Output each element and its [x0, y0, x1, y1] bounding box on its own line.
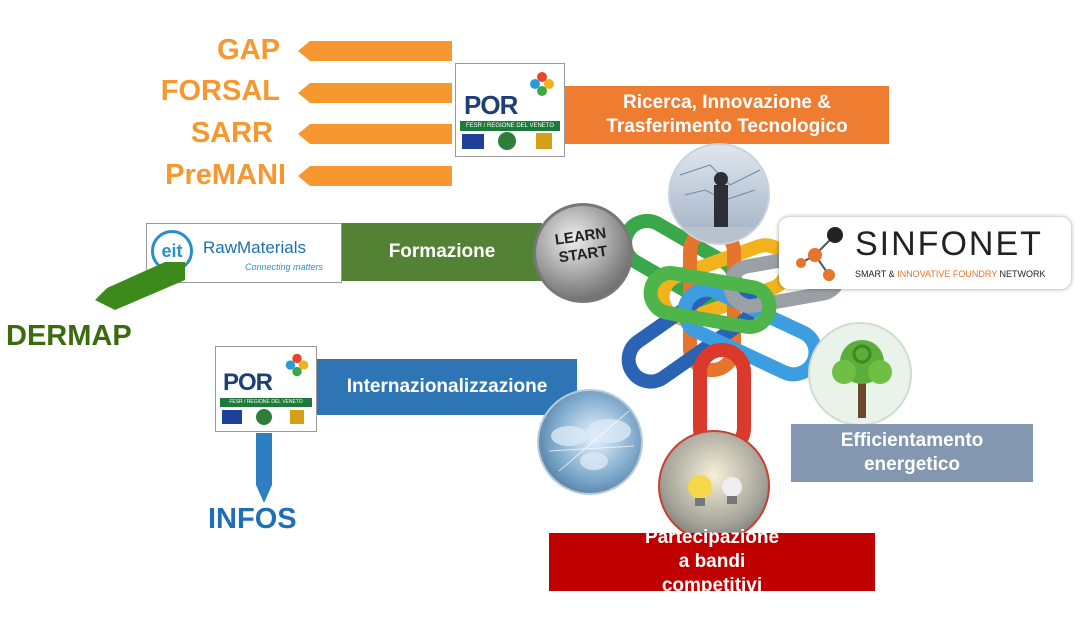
chain-links-graphic [618, 214, 847, 450]
circle-green-tree-image [808, 322, 912, 426]
sinfonet-tagline-part3: NETWORK [997, 269, 1046, 279]
arrow-gap [298, 41, 452, 61]
por-logo-top: POR FESR / REGIONE DEL VENETO [455, 63, 565, 157]
por-title: POR [223, 369, 273, 396]
project-label-dermap: DERMAP [6, 320, 132, 352]
box-formazione: Formazione [342, 223, 542, 281]
circle-research-image [668, 143, 770, 245]
arrow-sarr [298, 124, 452, 144]
dermap-arrow [95, 262, 185, 310]
lightbulb-icon [688, 475, 742, 506]
por-logo-bottom: POR FESR / REGIONE DEL VENETO [215, 346, 317, 432]
por-flower-icon [526, 68, 558, 100]
eit-name: RawMaterials [203, 238, 306, 257]
por-title: POR [464, 90, 518, 120]
arrow-premani [298, 166, 452, 186]
box-internazionalizzazione: Internazionalizzazione [317, 359, 577, 415]
sinfonet-tagline: SMART & INNOVATIVE FOUNDRY NETWORK [855, 269, 1046, 279]
box-ricerca: Ricerca, Innovazione & Trasferimento Tec… [565, 86, 889, 144]
sinfonet-molecule-icon [796, 227, 843, 281]
por-strip: FESR / REGIONE DEL VENETO [220, 398, 312, 407]
italy-emblem-icon [498, 132, 516, 150]
eit-tagline: Connecting matters [245, 262, 324, 272]
eu-flag-icon [462, 134, 484, 149]
circle-lightbulb-image [658, 430, 770, 542]
project-label-gap: GAP [217, 34, 280, 66]
box-partecipazione: Partecipazione a bandi competitivi [549, 527, 875, 596]
eu-flag-icon [222, 410, 242, 424]
circle-globe-image [537, 389, 643, 495]
world-map-icon [548, 410, 635, 472]
learn-start-button-icon: LEARN START [533, 203, 633, 303]
italy-emblem-icon [256, 409, 272, 425]
eit-mark-text: eit [161, 240, 183, 261]
sinfonet-logo: SINFONET SMART & INNOVATIVE FOUNDRY NETW… [779, 217, 1071, 289]
businessman-icon [670, 164, 768, 243]
arrow-forsal [298, 83, 452, 103]
veneto-emblem-icon [536, 133, 552, 149]
project-label-forsal: FORSAL [160, 75, 280, 107]
gear-tree-icon [832, 340, 892, 418]
veneto-emblem-icon [290, 410, 304, 424]
por-flower-icon [282, 350, 312, 380]
sinfonet-tagline-part2: INNOVATIVE FOUNDRY [897, 269, 998, 279]
box-efficientamento: Efficientamento energetico [791, 424, 1033, 482]
sinfonet-tagline-part1: SMART & [855, 269, 898, 279]
sinfonet-name: SINFONET [855, 225, 1043, 263]
infos-arrow [254, 433, 274, 503]
por-strip: FESR / REGIONE DEL VENETO [460, 121, 560, 131]
project-label-premani: PreMANI [165, 159, 286, 191]
project-label-sarr: SARR [190, 117, 273, 149]
project-label-infos: INFOS [208, 503, 297, 535]
